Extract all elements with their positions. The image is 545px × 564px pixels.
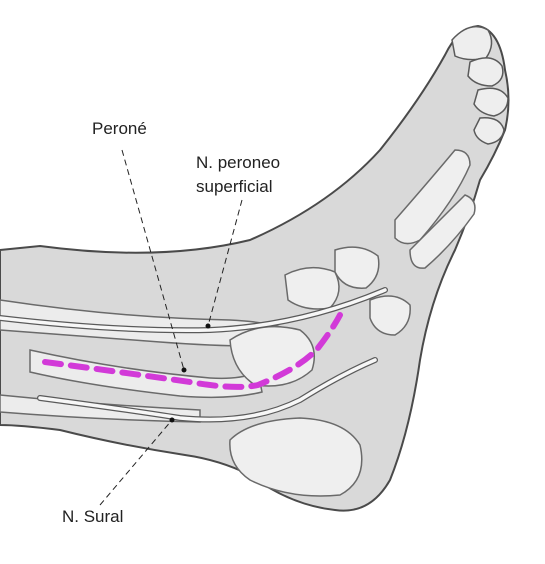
nerves: [0, 287, 388, 423]
leader-dots: [169, 323, 211, 423]
toes: [451, 25, 509, 145]
leader-lines: [99, 149, 243, 506]
label-sural: N. Sural: [62, 507, 124, 526]
label-peroneo-superficial-line2: superficial: [196, 177, 273, 196]
incision-line: [42, 312, 343, 390]
label-perone: Peroné: [92, 119, 147, 138]
label-peroneo-superficial-line1: N. peroneo: [196, 153, 281, 172]
foot-bones: [229, 149, 476, 497]
